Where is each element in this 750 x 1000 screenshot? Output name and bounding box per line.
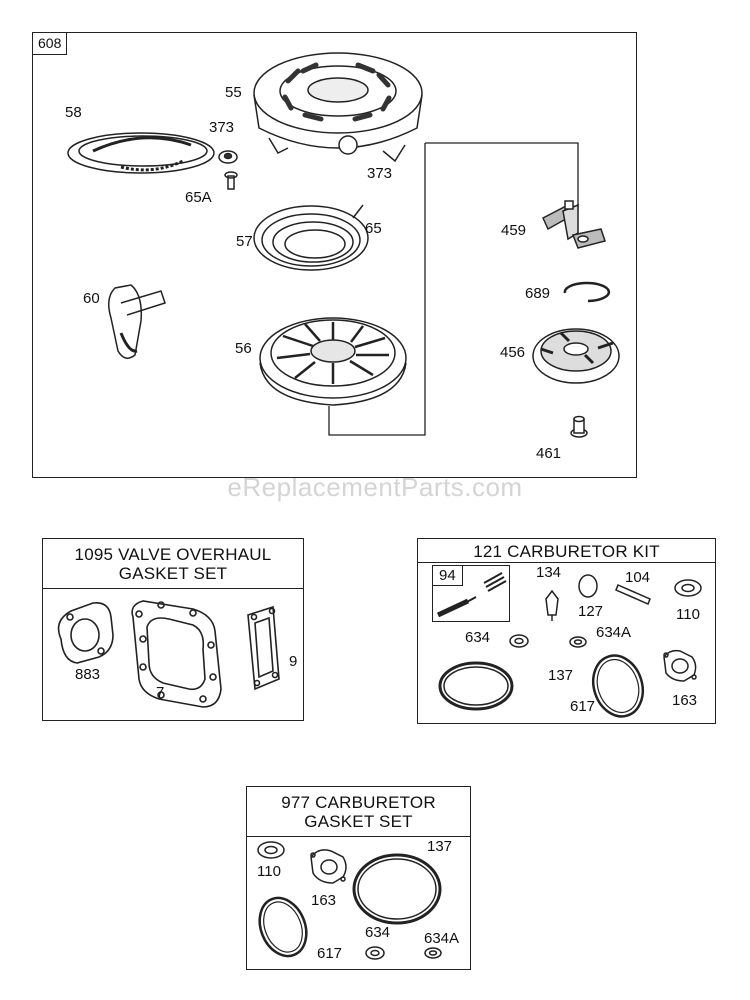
- gasket-163-drawing: [310, 849, 347, 884]
- gasket-163-drawing: [663, 649, 697, 682]
- breather-gasket-drawing: [247, 605, 280, 691]
- part-label-55: 55: [225, 84, 242, 101]
- part-label-689: 689: [525, 285, 551, 302]
- washer-634-drawing: [509, 634, 529, 648]
- part-label-634a: 634A: [424, 930, 460, 947]
- carb-gasket-title: 977 CARBURETOR GASKET SET: [247, 787, 470, 837]
- carburetor-kit-panel: 121 CARBURETOR KIT 94: [417, 538, 716, 724]
- part-label-60: 60: [83, 290, 100, 307]
- sub-kit-tag: 94: [433, 566, 463, 586]
- carburetor-kit-illustration: [436, 572, 702, 718]
- part-label-163: 163: [311, 892, 337, 909]
- part-label-7: 7: [156, 684, 165, 701]
- part-label-110: 110: [257, 863, 281, 880]
- pulley-drawing: [259, 317, 407, 406]
- part-label-137: 137: [427, 838, 453, 855]
- valve-overhaul-gasket-set-panel: 1095 VALVE OVERHAUL GASKET SET: [42, 538, 304, 721]
- part-label-634a: 634A: [596, 624, 632, 641]
- carb-kit-title: 121 CARBURETOR KIT: [418, 539, 715, 563]
- drive-cup-drawing: [532, 328, 620, 384]
- part-label-163: 163: [672, 692, 698, 709]
- carb-gasket-title-line2: GASKET SET: [304, 812, 413, 831]
- part-label-58: 58: [65, 104, 82, 121]
- carb-gasket-title-line1: 977 CARBURETOR: [281, 793, 436, 812]
- screw-drawing: [224, 171, 238, 190]
- rewind-starter-panel: 608: [32, 32, 637, 478]
- part-label-634: 634: [465, 629, 491, 646]
- starter-rope-drawing: [67, 132, 215, 174]
- welch-plug-drawing: [578, 574, 598, 598]
- washer-110-drawing: [257, 841, 285, 859]
- sub-kit-box: 94: [432, 565, 510, 622]
- valve-gasket-illustration: [57, 600, 280, 708]
- pawl-drawing: [542, 200, 606, 249]
- starter-handle-drawing: [108, 284, 166, 359]
- rewind-spring-drawing: [253, 204, 369, 271]
- washer-634a-drawing: [424, 947, 442, 959]
- washer-110-drawing: [674, 579, 702, 597]
- kit-number-tag: 608: [33, 33, 68, 55]
- valve-kit-title-line2: GASKET SET: [118, 564, 228, 583]
- bowl-gasket-137-drawing: [438, 661, 514, 711]
- part-label-134: 134: [536, 564, 562, 581]
- part-label-9: 9: [289, 653, 298, 670]
- head-gasket-drawing: [131, 600, 222, 708]
- part-label-459: 459: [501, 222, 527, 239]
- part-label-373-lower: 373: [367, 165, 393, 182]
- part-label-456: 456: [500, 344, 526, 361]
- valve-kit-title: 1095 VALVE OVERHAUL GASKET SET: [43, 539, 303, 589]
- washer-634-drawing: [365, 946, 385, 960]
- stud-drawing: [570, 415, 588, 438]
- part-label-137: 137: [548, 667, 574, 684]
- carburetor-gasket-set-panel: 977 CARBURETOR GASKET SET: [246, 786, 471, 970]
- valve-kit-title-line1: 1095 VALVE OVERHAUL: [74, 545, 272, 564]
- starter-parts-illustration: [67, 52, 620, 438]
- part-label-57: 57: [236, 233, 253, 250]
- o-ring-617-drawing: [591, 654, 645, 718]
- part-label-373-upper: 373: [209, 119, 235, 136]
- part-label-65: 65: [365, 220, 382, 237]
- nut-drawing: [218, 150, 238, 164]
- part-label-634: 634: [365, 924, 391, 941]
- part-label-65a: 65A: [185, 189, 212, 206]
- retainer-ring-drawing: [563, 281, 611, 303]
- part-label-883: 883: [75, 666, 101, 683]
- part-label-461: 461: [536, 445, 562, 462]
- part-label-617: 617: [570, 698, 596, 715]
- carb-gasket-illustration: [257, 841, 442, 960]
- part-label-127: 127: [578, 603, 604, 620]
- needle-valve-drawing: [436, 572, 507, 618]
- starter-housing-drawing: [253, 52, 423, 163]
- washer-634a-drawing: [569, 636, 587, 648]
- part-label-104: 104: [625, 569, 651, 586]
- o-ring-617-drawing: [258, 896, 308, 958]
- part-label-56: 56: [235, 340, 252, 357]
- float-pin-drawing: [615, 584, 651, 605]
- float-needle-drawing: [545, 589, 559, 621]
- exhaust-gasket-drawing: [57, 601, 114, 664]
- bowl-gasket-137-drawing: [352, 853, 442, 925]
- part-label-617: 617: [317, 945, 343, 962]
- part-label-110: 110: [676, 606, 700, 623]
